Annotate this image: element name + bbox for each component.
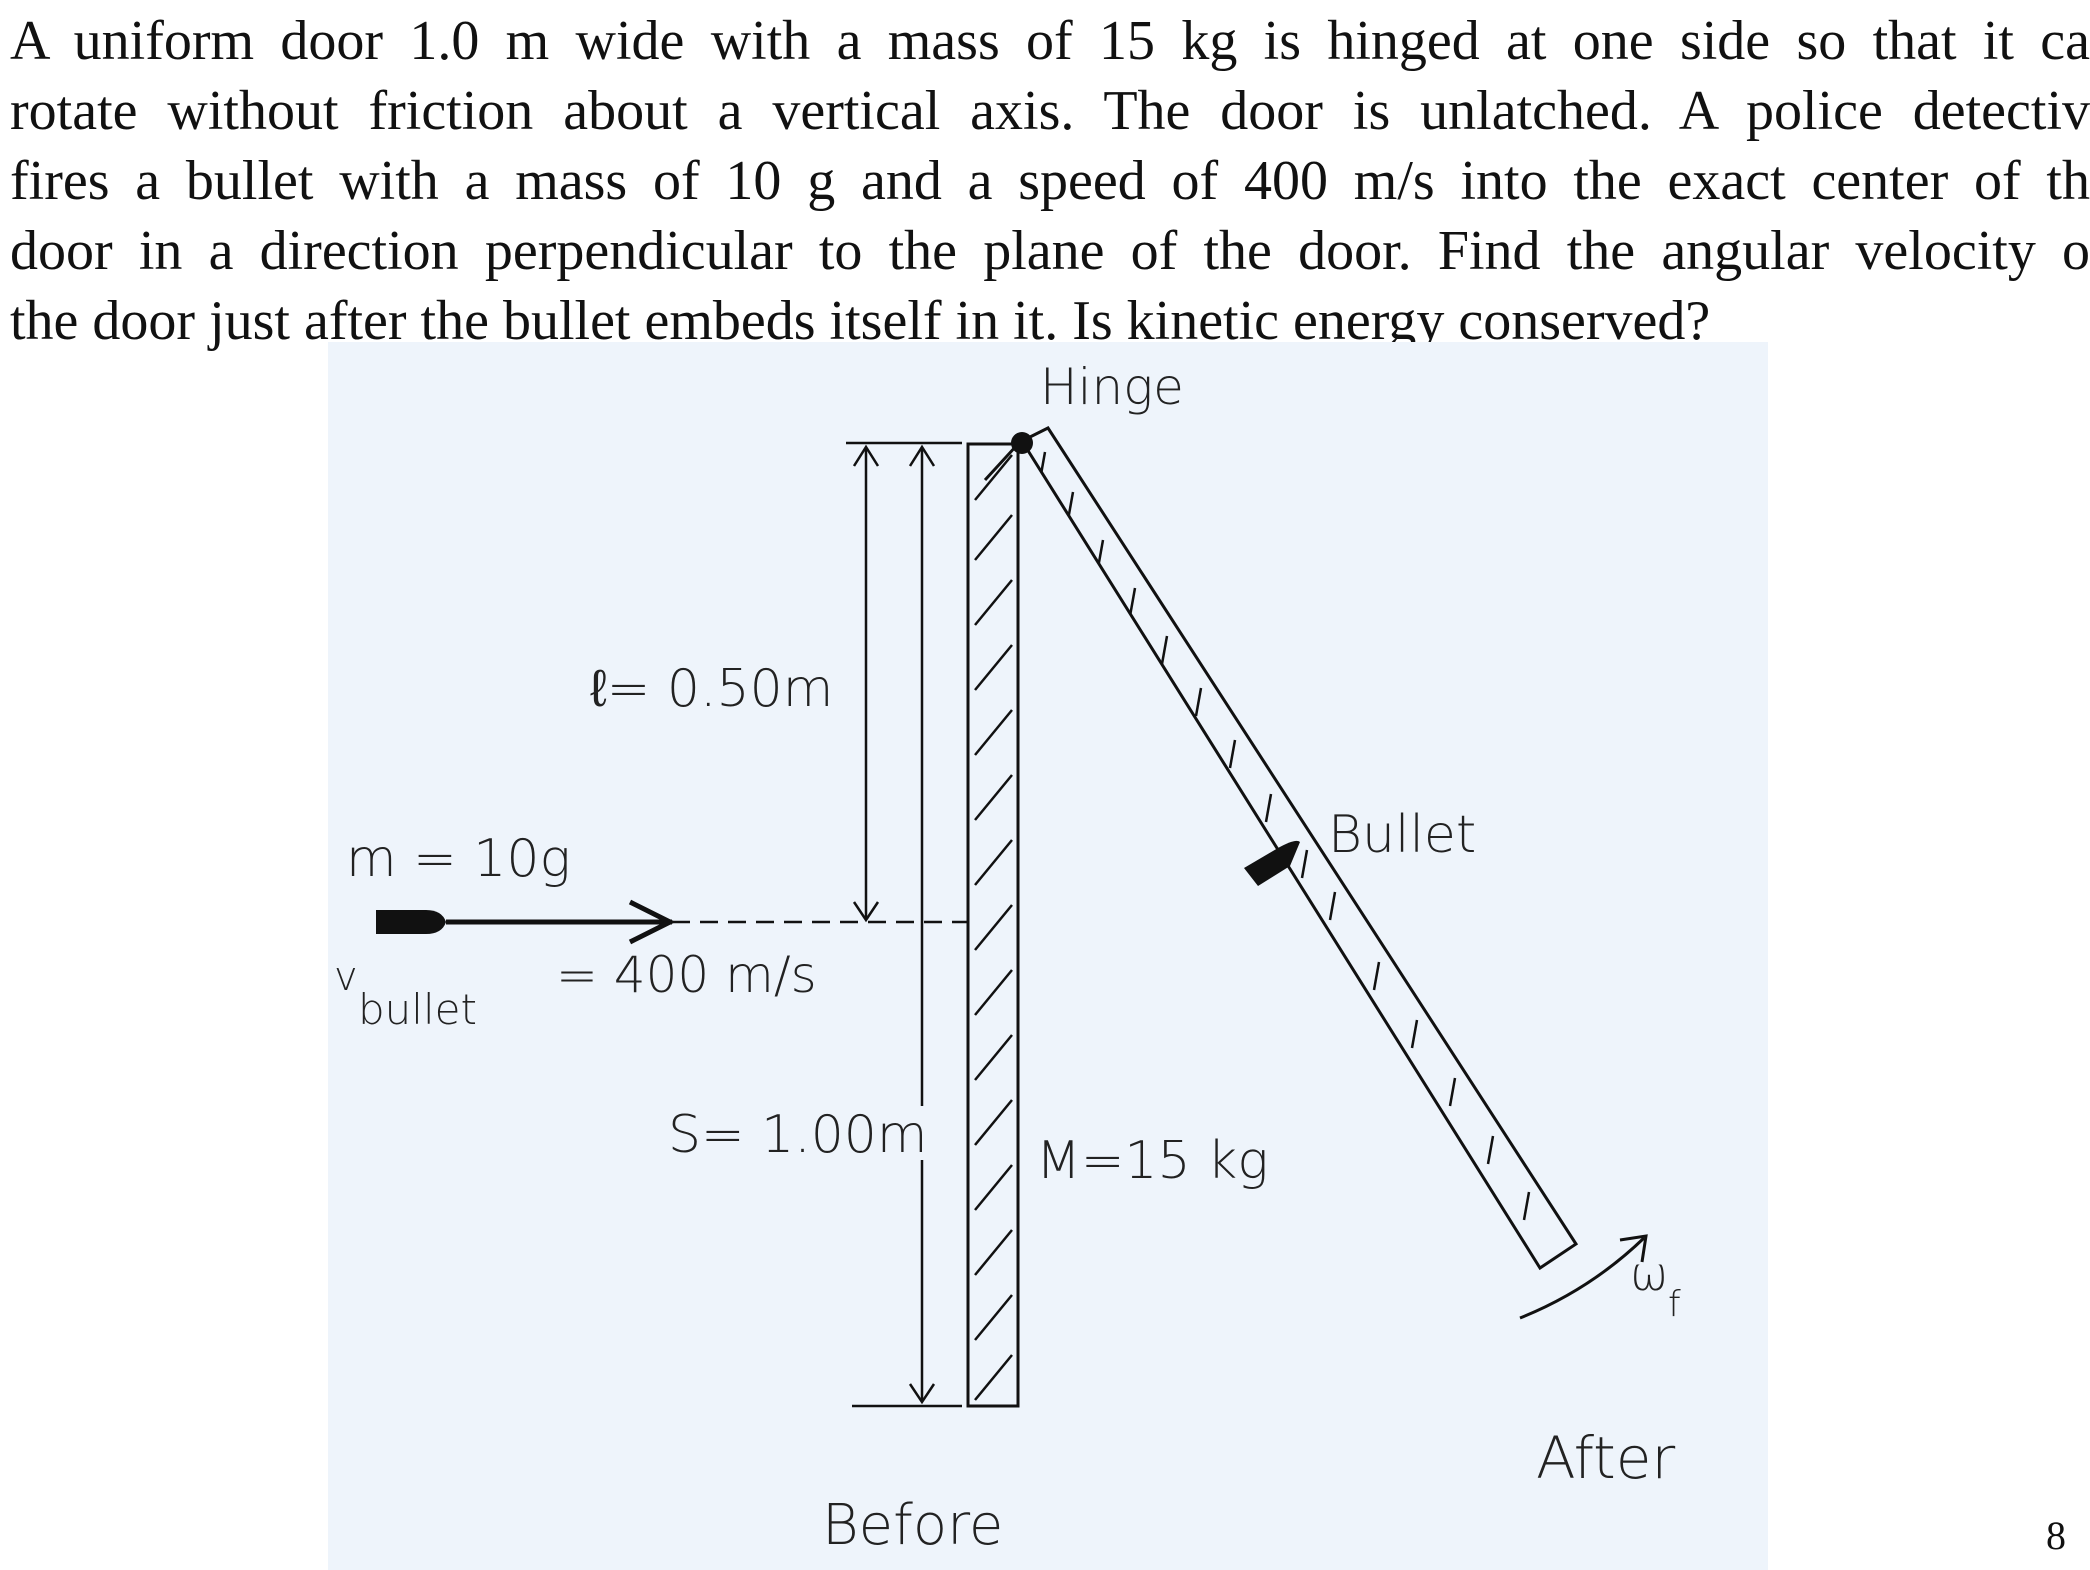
velocity-arrowhead bbox=[628, 899, 676, 945]
bullet-velocity-symbol: v bbox=[334, 954, 358, 1000]
omega-subscript: f bbox=[1668, 1284, 1681, 1325]
problem-line: A uniform door 1.0 m wide with a mass of… bbox=[10, 10, 2090, 72]
open-door-hatching bbox=[1038, 451, 1531, 1221]
bullet-mass-label: m = 10g bbox=[346, 829, 571, 889]
problem-line: door in a direction perpendicular to the… bbox=[10, 220, 2090, 282]
bullet-velocity-subscript: bullet bbox=[358, 985, 477, 1034]
hinge-point bbox=[1011, 432, 1033, 454]
embedded-bullet bbox=[1244, 840, 1300, 886]
bullet-velocity-value: = 400 m/s bbox=[556, 946, 817, 1004]
figure-panel bbox=[328, 342, 1768, 1570]
closed-door bbox=[966, 442, 1020, 1408]
problem-line: the door just after the bullet embeds it… bbox=[10, 290, 1711, 352]
page-number: 8 bbox=[2046, 1513, 2066, 1558]
problem-statement: A uniform door 1.0 m wide with a mass of… bbox=[10, 6, 2090, 356]
hinge-label: Hinge bbox=[1040, 358, 1184, 416]
before-label: Before bbox=[822, 1493, 1003, 1558]
omega-rotation-arrow bbox=[1519, 1234, 1648, 1320]
open-door bbox=[1019, 426, 1579, 1271]
door-width-label: S= 1.00m bbox=[668, 1105, 928, 1165]
omega-symbol: ω bbox=[1630, 1247, 1669, 1301]
bullet-label: Bullet bbox=[1328, 805, 1476, 865]
door-mass-label: M=15 kg bbox=[1036, 1131, 1268, 1191]
incoming-bullet bbox=[376, 899, 676, 945]
door-hatching bbox=[974, 454, 1013, 1401]
problem-line: rotate without friction about a vertical… bbox=[10, 80, 2090, 142]
dimension-lines bbox=[672, 441, 968, 1408]
after-label: After bbox=[1536, 1424, 1675, 1492]
problem-line: fires a bullet with a mass of 10 g and a… bbox=[10, 150, 2090, 212]
l-distance-label: ℓ= 0.50m bbox=[590, 659, 833, 719]
bullet-shape bbox=[376, 910, 446, 934]
